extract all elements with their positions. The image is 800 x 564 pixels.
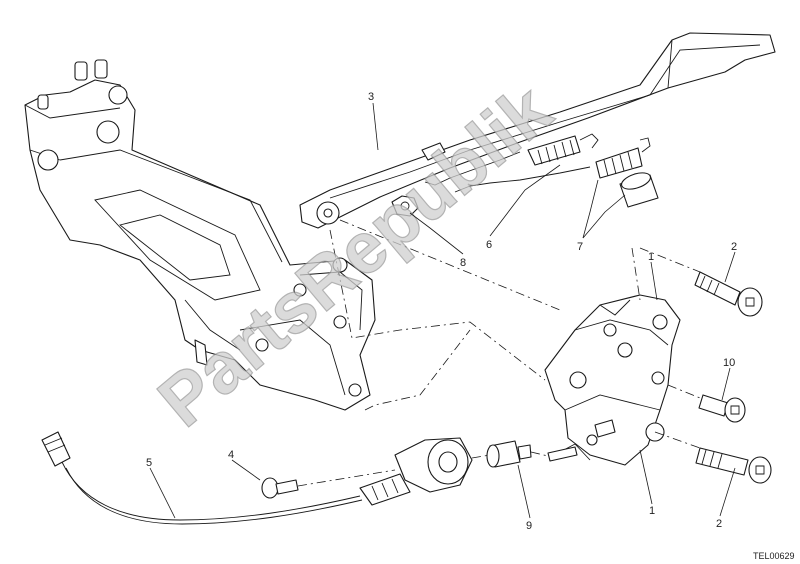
callout-2-upper: 2	[731, 241, 737, 253]
assembly-lines	[297, 219, 701, 487]
bolt-lower	[695, 447, 772, 484]
mounting-plate	[544, 294, 681, 466]
nut	[391, 195, 419, 217]
callout-10: 10	[723, 357, 735, 369]
rubber-sleeve	[619, 172, 659, 208]
callout-5: 5	[146, 457, 152, 469]
bolt-middle	[698, 394, 746, 423]
callout-8: 8	[460, 257, 466, 269]
callout-3: 3	[368, 91, 374, 103]
callout-1-bottom: 1	[649, 505, 655, 517]
spacer-pin	[486, 440, 578, 468]
stand-switch	[359, 437, 473, 506]
switch-cable	[41, 431, 363, 525]
spring-long	[454, 137, 651, 193]
screw	[261, 477, 299, 499]
callout-9: 9	[526, 520, 532, 532]
callout-1-top: 1	[648, 251, 654, 263]
callout-leaders	[149, 102, 736, 519]
spring-short	[424, 133, 599, 186]
frame-section	[24, 59, 376, 411]
callout-2-lower: 2	[716, 518, 722, 530]
side-stand-leg	[299, 32, 776, 229]
callout-labels: 3 6 7 8 1 2 10 2 1 9 4 5	[146, 91, 737, 532]
bolt-upper	[694, 271, 763, 317]
callout-7: 7	[577, 241, 583, 253]
callout-6: 6	[486, 239, 492, 251]
drawing-code: TEL00629	[753, 551, 795, 561]
callout-4: 4	[228, 449, 234, 461]
